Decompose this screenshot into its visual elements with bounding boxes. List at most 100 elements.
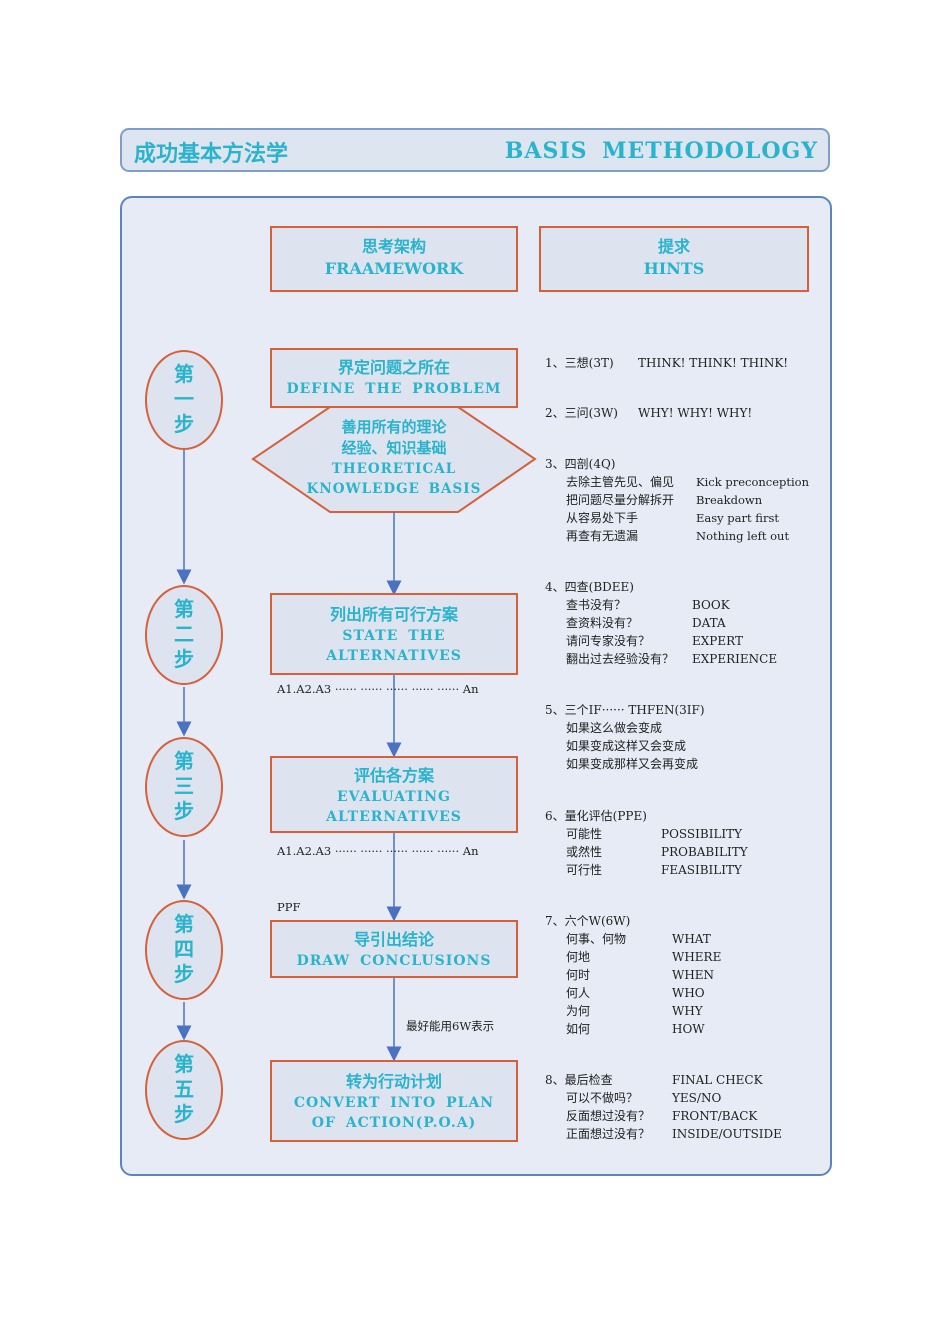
hint-4-label: 4、四查(BDEE) [545,580,634,594]
hint-7-row-3-cn: 何时 [566,968,591,982]
hint-8-row-2-cn: 反面想过没有？ [566,1109,651,1123]
hint-3-row-1-cn: 去除主管先见、偏见 [566,475,675,489]
theory-cn-line-2: 经验、知识基础 [341,439,447,457]
hint-3-row-4-en: Nothing left out [696,529,790,543]
hint-7-row-3-en: WHEN [672,968,715,982]
step-1-char-3: 步 [174,412,194,436]
step-5-char-2: 五 [174,1077,194,1101]
hint-7-row-2-cn: 何地 [566,950,591,964]
step-5-char-1: 第 [174,1052,194,1076]
hint-3-row-2-en: Breakdown [696,493,763,507]
hint-2-label: 2、三问(3W) [545,406,618,420]
hint-7-row-2-en: WHERE [672,950,722,964]
six-w-note: 最好能用6W表示 [406,1019,495,1033]
hint-5-row-1: 如果这么做会变成 [566,721,663,735]
hint-8-label: 8、最后检查 [545,1073,613,1087]
hint-6-row-2-en: PROBABILITY [661,845,748,859]
hints-header-en: HINTS [643,259,705,278]
hint-4-row-3-cn: 请问专家没有？ [566,634,651,648]
step-1-oval: 第 一 步 [145,350,223,450]
hint-5-row-2: 如果变成这样又会变成 [566,739,687,753]
theory-cn-line-1: 善用所有的理论 [341,418,447,436]
step-4-char-3: 步 [174,962,194,986]
convert-plan-box: 转为行动计划 CONVERT INTO PLAN OF ACTION(P.O.A… [270,1060,518,1142]
hint-3-row-3-cn: 从容易处下手 [566,511,639,525]
hint-1-value: THINK! THINK! THINK! [638,356,789,370]
hint-5-label: 5、三个IF······ THFEN(3IF) [545,703,705,717]
hint-1: 1、三想(3T)THINK! THINK! THINK! [545,354,815,372]
hint-4: 4、四查(BDEE) 查书没有？ BOOK 查资料没有？ DATA 请问专家没有？ E… [545,578,815,668]
hint-3-row-4-cn: 再查有无遗漏 [566,529,639,543]
convert-plan-cn: 转为行动计划 [345,1072,442,1091]
define-problem-box: 界定问题之所在 DEFINE THE PROBLEM [270,348,518,408]
alternatives-list-1: A1.A2.A3 ······ ······ ······ ······ ···… [277,682,479,696]
title-chinese: 成功基本方法学 [134,141,289,167]
hint-6-row-1-en: POSSIBILITY [661,827,743,841]
hint-8-label-value: FINAL CHECK [672,1073,763,1087]
hint-8-row-2-en: FRONT/BACK [672,1109,758,1123]
convert-plan-en-2: OF ACTION(P.O.A) [311,1115,477,1131]
step-2-oval: 第 二 步 [145,585,223,685]
hints-header-cn: 提求 [657,237,690,256]
alternatives-list-2: A1.A2.A3 ······ ······ ······ ······ ···… [277,844,479,858]
framework-header-cn: 思考架构 [361,237,426,256]
hint-5-row-3: 如果变成那样又会再变成 [566,757,699,771]
hint-7-row-6-en: HOW [672,1022,705,1036]
evaluating-alternatives-box: 评估各方案 EVALUATING ALTERNATIVES [270,756,518,833]
hint-7-row-5-cn: 为何 [566,1004,591,1018]
hint-3-row-1-en: Kick preconception [696,475,810,489]
title-english: BASIS METHODOLOGY [504,138,818,164]
step-2-char-1: 第 [174,597,194,621]
hint-8: 8、最后检查 FINAL CHECK 可以不做吗？ YES/NO 反面想过没有？ FR… [545,1071,815,1143]
evaluating-en-1: EVALUATING [337,789,451,805]
step-4-oval: 第 四 步 [145,900,223,1000]
framework-header-en: FRAAMEWORK [324,259,464,278]
hint-3-row-3-en: Easy part first [696,511,779,525]
hint-5: 5、三个IF······ THFEN(3IF) 如果这么做会变成 如果变成这样又… [545,701,815,773]
hint-6-row-3-cn: 可行性 [566,863,603,877]
state-alternatives-en-2: ALTERNATIVES [326,648,462,664]
hint-7-row-1-en: WHAT [672,932,711,946]
hint-6-label: 6、量化评估(PPE) [545,809,647,823]
hints-header: 提求 HINTS [539,226,809,292]
evaluating-cn: 评估各方案 [353,766,434,785]
hint-4-row-4-en: EXPERIENCE [692,652,778,666]
hint-7-row-4-cn: 何人 [566,986,591,1000]
step-3-char-3: 步 [174,799,194,823]
step-3-char-2: 三 [174,774,194,798]
hint-4-row-1-cn: 查书没有？ [566,598,627,612]
hint-7-row-5-en: WHY [672,1004,703,1018]
title-bar: 成功基本方法学 BASIS METHODOLOGY [120,128,830,172]
convert-plan-en-1: CONVERT INTO PLAN [293,1095,495,1111]
evaluating-en-2: ALTERNATIVES [326,809,462,825]
step-2-char-2: 二 [174,622,194,646]
hint-8-row-1-en: YES/NO [672,1091,722,1105]
hint-7-row-4-en: WHO [672,986,705,1000]
define-problem-cn: 界定问题之所在 [337,358,450,377]
step-1-char-2: 一 [174,387,194,411]
step-3-oval: 第 三 步 [145,737,223,837]
state-alternatives-cn: 列出所有可行方案 [329,605,458,624]
theory-hexagon-text: 善用所有的理论 经验、知识基础 THEORETICAL KNOWLEDGE BA… [290,417,498,499]
draw-conclusions-box: 导引出结论 DRAW CONCLUSIONS [270,920,518,978]
hint-6-row-1-cn: 可能性 [566,827,603,841]
step-4-char-2: 四 [174,937,194,961]
hint-7-row-1-cn: 何事、何物 [566,932,627,946]
theory-en-line-1: THEORETICAL [331,461,457,477]
hint-8-row-1-cn: 可以不做吗？ [566,1091,639,1105]
hint-6-row-3-en: FEASIBILITY [661,863,742,877]
hint-2: 2、三问(3W)WHY! WHY! WHY! [545,404,815,422]
step-2-char-3: 步 [174,647,194,671]
hint-4-row-3-en: EXPERT [692,634,743,648]
theory-en-line-2: KNOWLEDGE BASIS [306,481,482,497]
hint-4-row-2-cn: 查资料没有？ [566,616,639,630]
step-5-oval: 第 五 步 [145,1040,223,1140]
hint-7-label: 7、六个W(6W) [545,914,631,928]
framework-header: 思考架构 FRAAMEWORK [270,226,518,292]
step-5-char-3: 步 [174,1102,194,1126]
hint-4-row-2-en: DATA [692,616,726,630]
hint-4-row-1-en: BOOK [692,598,730,612]
step-3-char-1: 第 [174,749,194,773]
hint-7-row-6-cn: 如何 [566,1022,591,1036]
